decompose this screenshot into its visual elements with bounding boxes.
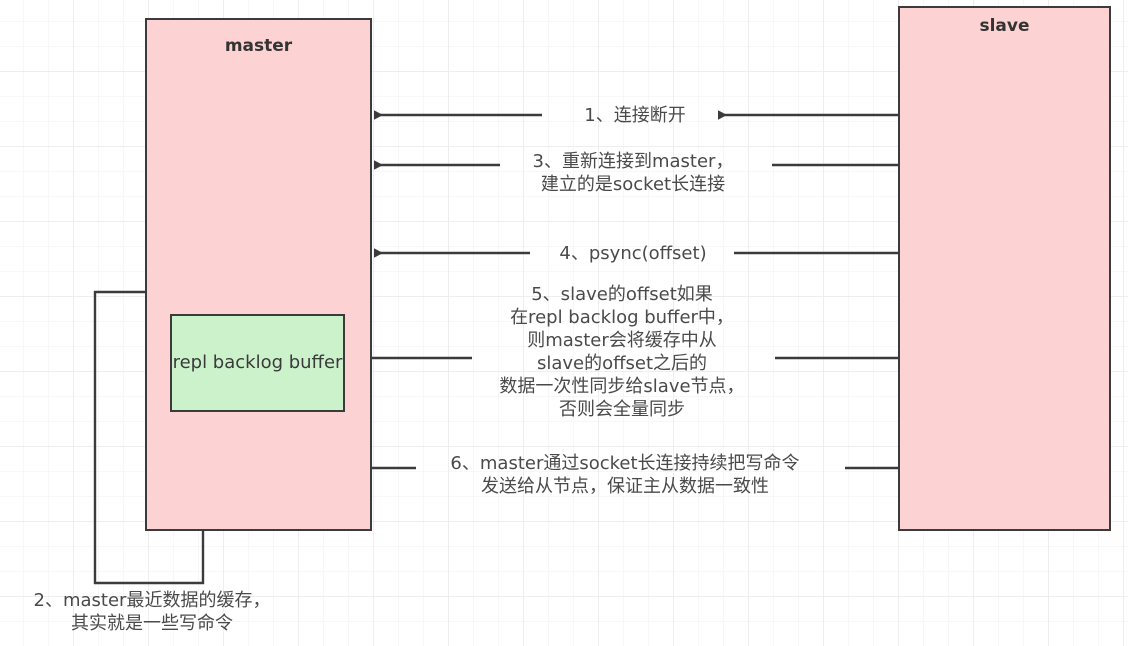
edge-label-4: 4、psync(offset) — [559, 243, 707, 264]
node-slave[interactable]: slave — [898, 6, 1111, 531]
edge-label-6: 6、master通过socket长连接持续把写命令 发送给从节点，保证主从数据一… — [450, 453, 800, 498]
edge-label-1: 1、连接断开 — [584, 105, 686, 126]
edge-label-5: 5、slave的offset如果 在repl backlog buffer中， … — [499, 284, 745, 421]
node-master[interactable]: master — [145, 18, 372, 531]
node-slave-label: slave — [979, 16, 1030, 36]
node-repl-backlog-buffer[interactable]: repl backlog buffer — [170, 314, 345, 412]
repl-backlog-buffer-label: repl backlog buffer — [172, 351, 343, 373]
node-master-label: master — [224, 36, 293, 56]
edge-label-3: 3、重新连接到master， 建立的是socket长连接 — [532, 151, 734, 196]
edge-label-2: 2、master最近数据的缓存， 其实就是一些写命令 — [33, 590, 271, 635]
